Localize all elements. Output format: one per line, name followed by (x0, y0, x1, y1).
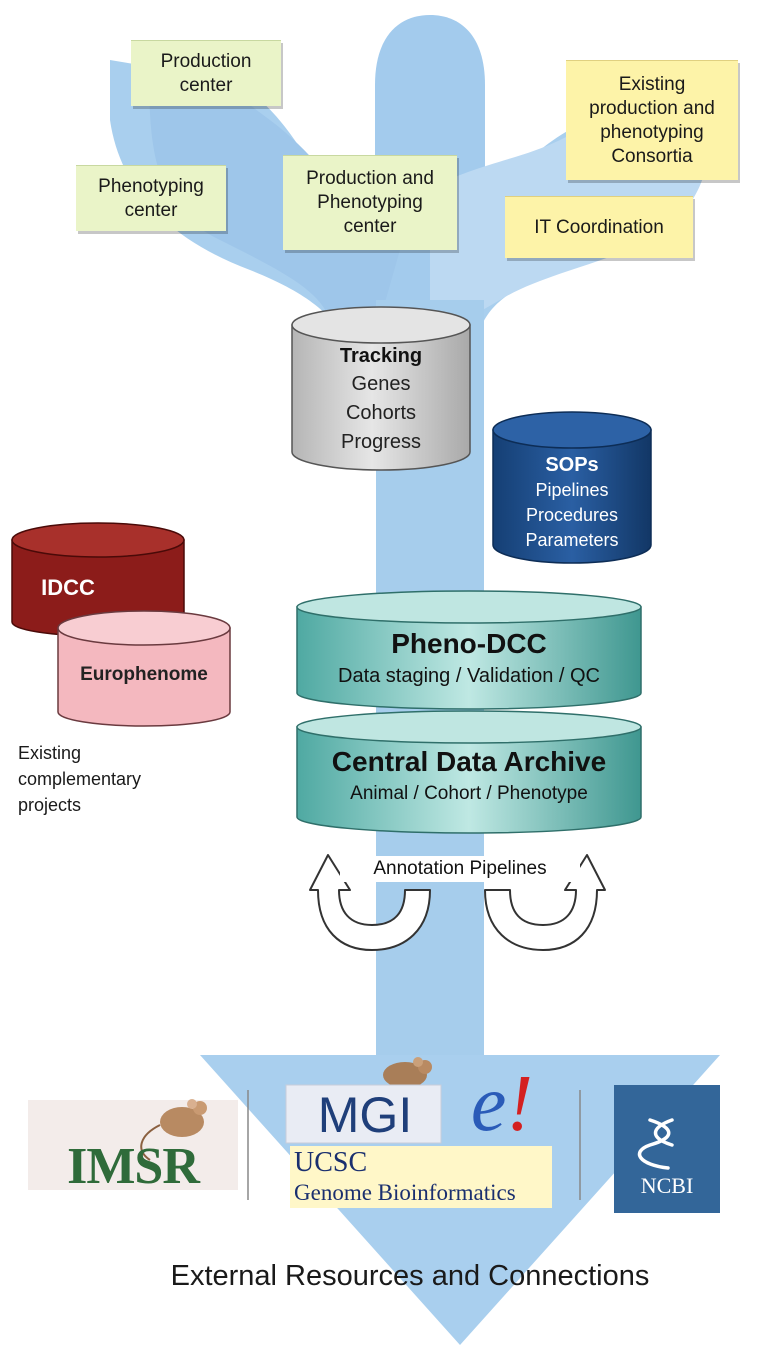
note-it-coordination: IT Coordination (505, 196, 693, 258)
pheno-dcc-title: Pheno-DCC (391, 628, 547, 659)
sops-label: SOPs Pipelines Procedures Parameters (493, 452, 651, 553)
imsr-logo: IMSR (67, 1138, 200, 1195)
note-label: Existing production and phenotyping Cons… (589, 73, 715, 167)
tracking-label: Tracking Genes Cohorts Progress (292, 342, 470, 457)
central-archive-subtitle: Animal / Cohort / Phenotype (350, 783, 588, 804)
flow-left-branch (149, 60, 400, 320)
complementary-caption: Existing complementary projects (18, 740, 141, 818)
footer-title: External Resources and Connections (170, 1260, 650, 1292)
caption-line: Existing (18, 743, 82, 763)
ucsc-logo-bg (290, 1146, 552, 1208)
caption-line: complementary (18, 769, 142, 789)
pheno-dcc-subtitle: Data staging / Validation / QC (338, 665, 600, 687)
ucsc-logo: UCSC (294, 1147, 368, 1178)
tracking-line: Progress (340, 431, 422, 453)
imsr-logo-bg (28, 1100, 238, 1190)
idcc-label: IDCC (12, 574, 184, 602)
tracking-title: Tracking (339, 345, 423, 367)
annotation-pipelines-label: Annotation Pipelines (340, 856, 580, 882)
tracking-cylinder (291, 306, 471, 471)
dna-helix-icon (637, 1118, 674, 1170)
genome-bioinformatics-logo: Genome Bioinformatics (294, 1180, 516, 1205)
europhenome-title: Europhenome (80, 664, 208, 685)
tracking-line: Genes (351, 373, 411, 395)
ncbi-logo: NCBI (640, 1173, 694, 1198)
note-label: Production center (160, 50, 252, 96)
caption-line: projects (18, 795, 82, 815)
note-label: Production and Phenotyping center (306, 168, 434, 237)
note-label: Phenotyping center (98, 175, 204, 221)
europhenome-cylinder (57, 610, 231, 727)
ensembl-logo: e! (442, 1062, 562, 1146)
ncbi-logo-bg (614, 1085, 720, 1213)
note-existing-consortia: Existing production and phenotyping Cons… (566, 60, 738, 180)
sops-cylinder (492, 411, 652, 564)
pheno-dcc-cylinder (296, 590, 642, 710)
central-archive-cylinder (296, 710, 642, 834)
mgi-logo: MGI (317, 1087, 413, 1143)
sops-line: Procedures (525, 505, 619, 525)
note-label: IT Coordination (534, 216, 664, 238)
sops-line: Parameters (525, 530, 619, 550)
note-production-center: Production center (131, 40, 281, 106)
idcc-title: IDCC (41, 575, 95, 600)
central-archive-title: Central Data Archive (331, 746, 607, 777)
sops-title: SOPs (545, 454, 599, 476)
mouse-icon (140, 1099, 207, 1161)
mgi-logo-bg (285, 1084, 442, 1144)
ensembl-logo-text: e! (470, 1060, 534, 1148)
note-production-and-phenotyping-center: Production and Phenotyping center (283, 155, 457, 250)
europhenome-label: Europhenome (58, 662, 230, 688)
mouse-icon (383, 1057, 432, 1088)
note-phenotyping-center: Phenotyping center (76, 165, 226, 231)
tracking-line: Cohorts (345, 402, 417, 424)
pheno-dcc-label: Pheno-DCC Data staging / Validation / QC (297, 626, 641, 690)
sops-line: Pipelines (535, 480, 609, 500)
central-archive-label: Central Data Archive Animal / Cohort / P… (297, 744, 641, 808)
